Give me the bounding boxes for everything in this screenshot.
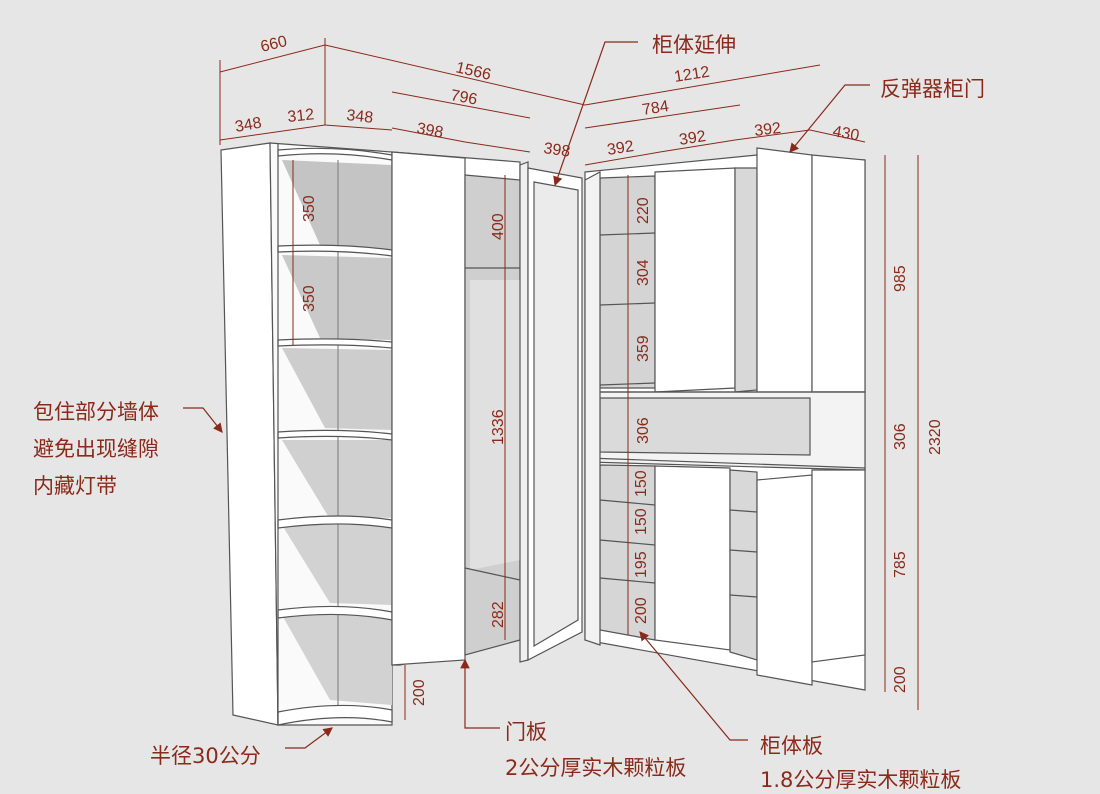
dim-784: 784 xyxy=(641,98,670,119)
dim-348-right: 348 xyxy=(346,107,374,127)
label-door-panel-spec: 2公分厚实木颗粒板 xyxy=(505,756,687,780)
dim-398-b: 398 xyxy=(542,140,571,161)
dim-350-top: 350 xyxy=(301,195,318,222)
dim-985: 985 xyxy=(892,265,909,292)
dim-796: 796 xyxy=(449,87,478,108)
dim-220: 220 xyxy=(635,197,652,224)
dim-306-inner: 306 xyxy=(635,417,652,444)
dim-785: 785 xyxy=(892,551,909,578)
middle-cabinet xyxy=(391,151,583,666)
dim-1336: 1336 xyxy=(490,409,507,445)
dim-2320: 2320 xyxy=(927,419,944,455)
dim-392-b: 392 xyxy=(678,128,707,149)
label-wall-wrap: 包住部分墙体 避免出现缝隙 内藏灯带 xyxy=(33,394,159,505)
label-cabinet-panel-spec: 1.8公分厚实木颗粒板 xyxy=(760,768,962,792)
dimension-lines xyxy=(219,38,919,720)
label-wall-wrap-line1: 包住部分墙体 xyxy=(33,400,159,424)
dim-150-a: 150 xyxy=(633,470,650,497)
dim-306-side: 306 xyxy=(892,423,909,450)
dim-1212: 1212 xyxy=(673,64,711,86)
dim-350-bottom: 350 xyxy=(301,285,318,312)
label-radius: 半径30公分 xyxy=(150,744,261,768)
dim-200-inner: 200 xyxy=(633,597,650,624)
label-cabinet-panel: 柜体板 xyxy=(760,734,823,758)
right-unit-dimension-labels: 220 304 359 306 150 150 195 200 xyxy=(633,197,652,624)
left-dimension-labels: 350 350 xyxy=(301,195,318,312)
dim-282: 282 xyxy=(490,601,507,628)
dim-430: 430 xyxy=(831,123,860,144)
label-wall-wrap-line2: 避免出现缝隙 xyxy=(33,437,159,461)
left-tower xyxy=(220,142,393,726)
label-wall-wrap-line3: 内藏灯带 xyxy=(33,474,117,498)
dim-400: 400 xyxy=(490,213,507,240)
dim-392-a: 392 xyxy=(606,138,635,159)
dim-348-left: 348 xyxy=(234,115,263,136)
dim-398-a: 398 xyxy=(415,120,444,141)
dim-200-middle: 200 xyxy=(411,679,428,706)
dim-312: 312 xyxy=(287,106,315,126)
dim-195: 195 xyxy=(633,551,650,578)
dim-200-side: 200 xyxy=(892,666,909,693)
dim-359: 359 xyxy=(635,335,652,362)
dim-660: 660 xyxy=(259,33,289,56)
dim-392-c: 392 xyxy=(753,120,782,140)
right-unit xyxy=(584,147,866,691)
dim-304: 304 xyxy=(635,259,652,286)
label-door-panel: 门板 xyxy=(505,720,547,744)
label-extension: 柜体延伸 xyxy=(652,33,736,57)
side-dimension-labels: 985 306 785 200 2320 xyxy=(892,265,944,693)
middle-dimension-labels: 400 1336 282 200 xyxy=(411,213,507,706)
leader-lines xyxy=(183,41,870,749)
top-dimension-labels: 660 1566 1212 796 784 348 312 348 398 39… xyxy=(234,33,861,161)
label-rebound-door: 反弹器柜门 xyxy=(880,77,985,101)
dim-1566: 1566 xyxy=(454,59,493,84)
dim-150-b: 150 xyxy=(633,508,650,535)
